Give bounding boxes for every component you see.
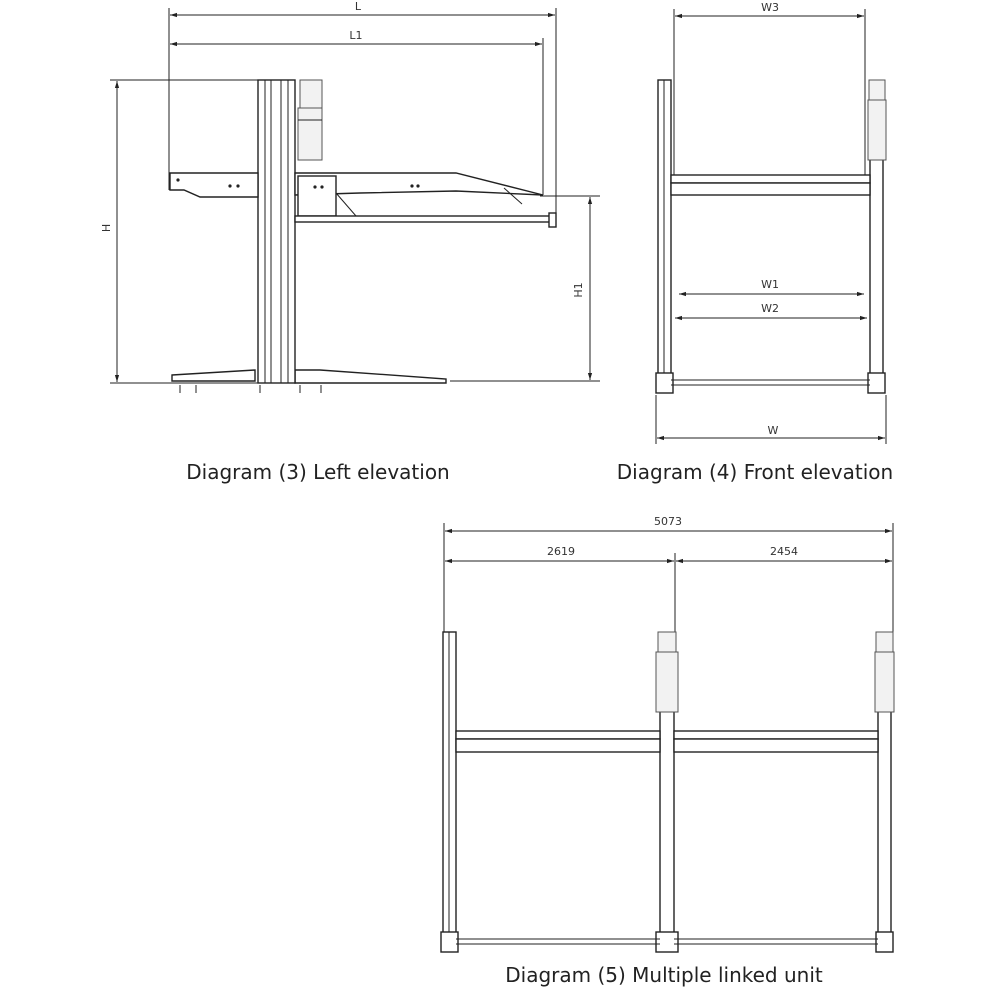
lift-front-view <box>655 79 887 394</box>
dimension-label-w1: W1 <box>761 278 779 291</box>
diagram-caption-left-elevation: Diagram (3) Left elevation <box>186 460 449 484</box>
lift-side-view <box>169 79 557 393</box>
dimension-label-l1: L1 <box>349 29 362 42</box>
dimension-h: H <box>100 79 268 384</box>
dimension-label-l: L <box>355 0 362 13</box>
dimension-l1: L1 <box>170 29 544 195</box>
dimension-left-bay: 2619 <box>445 545 676 640</box>
diagram-caption-multiple-linked-unit: Diagram (5) Multiple linked unit <box>505 963 823 987</box>
dimension-label-w2: W2 <box>761 302 779 315</box>
dimension-w3: W3 <box>673 1 866 175</box>
dimension-label-w: W <box>768 424 779 437</box>
dimension-overall: 5073 <box>443 515 894 640</box>
dimension-label-h: H <box>100 224 113 232</box>
dimension-label-total: 5073 <box>654 515 682 528</box>
left-elevation-diagram: L L1 H H1 <box>100 0 600 484</box>
dimension-w: W <box>655 395 887 444</box>
dimension-label-h1: H1 <box>572 282 585 297</box>
dimension-l: L <box>168 0 557 220</box>
diagram-caption-front-elevation: Diagram (4) Front elevation <box>617 460 893 484</box>
dimension-w2: W2 <box>675 302 867 321</box>
dimension-label-w3: W3 <box>761 1 779 14</box>
dimension-label-left: 2619 <box>547 545 575 558</box>
linked-lift-front-view <box>440 631 895 953</box>
front-elevation-diagram: W3 W1 W2 W <box>617 1 893 484</box>
dimension-w1: W1 <box>679 278 864 297</box>
dimension-h1: H1 <box>450 195 600 382</box>
dimension-right-bay: 2454 <box>676 545 892 564</box>
dimension-label-right: 2454 <box>770 545 798 558</box>
multiple-linked-unit-diagram: 5073 2619 2454 <box>440 515 895 987</box>
